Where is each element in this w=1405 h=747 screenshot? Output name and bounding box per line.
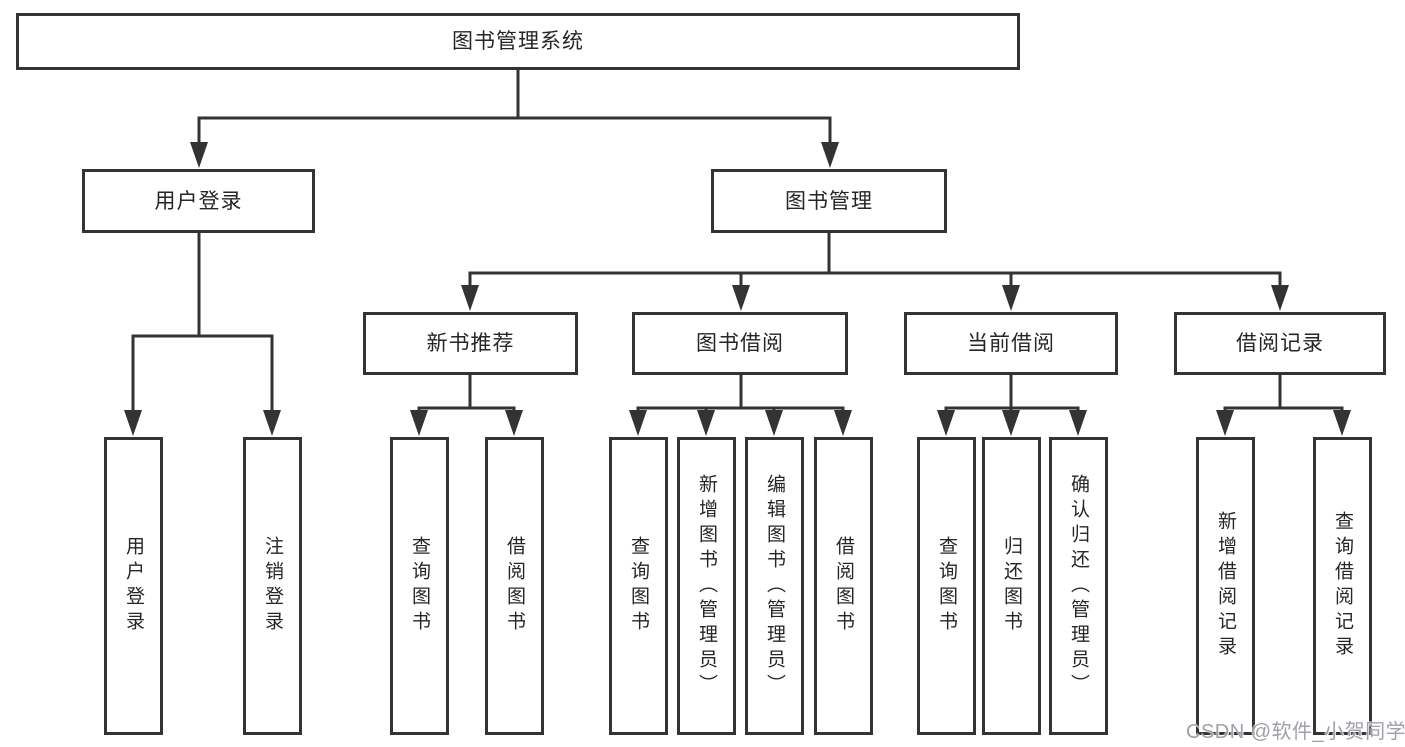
arrowhead-icons (124, 142, 1351, 436)
leaf-return-books: 归还图书 (982, 437, 1041, 735)
leaf-borrow-books-recommend: 借阅图书 (485, 437, 544, 735)
connector-paths (131, 70, 1344, 414)
leaf-confirm-return-admin: 确认归还（管理员） (1049, 437, 1108, 735)
leaf-query-borrow-record: 查询借阅记录 (1313, 437, 1372, 735)
leaf-add-books-admin: 新增图书（管理员） (677, 437, 736, 735)
leaf-query-books-recommend: 查询图书 (390, 437, 449, 735)
node-current-borrowing: 当前借阅 (904, 312, 1118, 375)
node-book-management: 图书管理 (711, 169, 947, 233)
node-user-login: 用户登录 (82, 169, 315, 233)
leaf-user-login: 用户登录 (104, 437, 163, 735)
node-borrowing-records: 借阅记录 (1174, 312, 1386, 375)
leaf-borrow-books: 借阅图书 (814, 437, 873, 735)
leaf-add-borrow-record: 新增借阅记录 (1196, 437, 1255, 735)
leaf-logout: 注销登录 (243, 437, 302, 735)
node-library-management-system: 图书管理系统 (16, 13, 1020, 70)
node-book-borrowing: 图书借阅 (632, 312, 848, 375)
leaf-query-books-borrowing: 查询图书 (609, 437, 668, 735)
csdn-watermark: CSDN @软件_小贺同学 (1186, 721, 1405, 743)
leaf-edit-books-admin: 编辑图书（管理员） (745, 437, 804, 735)
node-new-book-recommend: 新书推荐 (363, 312, 578, 375)
leaf-query-books-current: 查询图书 (917, 437, 976, 735)
